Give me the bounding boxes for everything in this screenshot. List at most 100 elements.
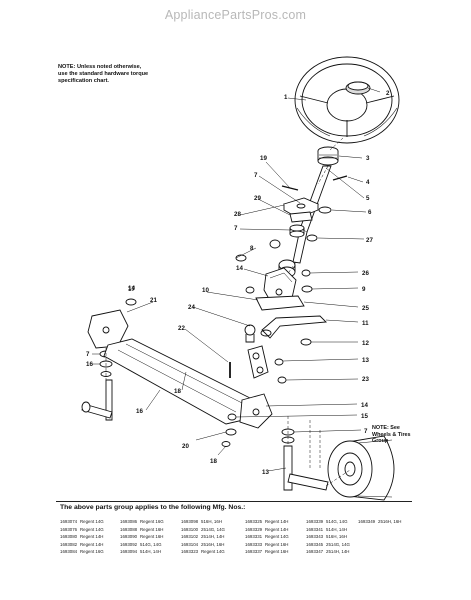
model-name: 514H, 14H	[326, 526, 347, 532]
callout-number: 18	[174, 388, 181, 395]
model-name: 2514H, 14H	[201, 534, 225, 540]
steering-arm[interactable]	[247, 345, 269, 379]
axle-bracket-right[interactable]	[239, 393, 273, 429]
mfg-number: 1693329	[245, 526, 263, 532]
torque-note-line: specification chart.	[58, 78, 109, 84]
lock-nut[interactable]	[125, 298, 137, 306]
callout-number: 14	[236, 265, 243, 272]
callout-number: 25	[362, 305, 369, 312]
lock-nut[interactable]	[274, 358, 284, 366]
callout-number: 17	[128, 286, 135, 293]
mfg-number: 1693100	[181, 526, 199, 532]
mfg-number: 1693074	[60, 519, 78, 524]
callout-number: 13	[362, 357, 369, 364]
mfg-number: 1693345	[306, 541, 324, 547]
callout-number: 19	[260, 155, 267, 162]
callout-number: 6	[368, 209, 372, 216]
wheels-tires-note-line: Wheels & Tires	[372, 431, 411, 438]
steering-wheel[interactable]	[294, 56, 400, 144]
mfg-number: 1693331	[245, 534, 263, 540]
lock-nut[interactable]	[227, 413, 237, 421]
callout-number: 28	[234, 211, 241, 218]
model-name: 514G, 14G	[140, 541, 162, 547]
callout-number: 10	[202, 287, 209, 294]
mfg-number: 1693102	[181, 534, 199, 540]
callout-number: 11	[362, 320, 369, 327]
callout-number: 16	[86, 361, 93, 368]
wheels-tires-note-line: Group	[372, 438, 389, 444]
callout-number: 14	[128, 285, 135, 292]
spindle-left[interactable]	[81, 379, 113, 421]
callout-number: 15	[361, 413, 368, 420]
callout-number: 3	[366, 155, 370, 162]
mfg-number: 1693341	[306, 526, 324, 532]
callout-number: 23	[362, 376, 369, 383]
callout-number: 18	[210, 458, 217, 465]
mfg-number: 1693080	[60, 534, 78, 540]
model-name: Regent 16H	[140, 534, 164, 540]
steering-wheel-cap[interactable]	[345, 81, 371, 95]
model-name: Regent 14G	[265, 534, 289, 540]
model-name: Regent 14G	[80, 526, 104, 532]
drag-link[interactable]	[260, 315, 328, 339]
mfg-number: 1693343	[306, 534, 324, 540]
model-name: 516H, 16H	[201, 519, 222, 524]
model-name: Regent 14H	[80, 534, 104, 540]
callout-labels: 1234561972928727814269102511142124122271…	[86, 90, 390, 476]
torque-note-line: use the standard hardware torque	[58, 71, 149, 77]
roll-pin[interactable]	[332, 175, 348, 181]
model-name: Regent 14H	[265, 519, 289, 524]
callout-number: 7	[234, 225, 238, 232]
model-name: Regent 16H	[265, 549, 289, 555]
bracket[interactable]	[289, 211, 313, 223]
mfg-number: 1693084	[60, 549, 78, 555]
bolt[interactable]	[301, 269, 311, 277]
callout-number: 7	[364, 428, 368, 435]
callout-number: 2	[386, 90, 390, 97]
mfg-number: 1693092	[120, 541, 138, 547]
callout-number: 26	[362, 270, 369, 277]
callout-number: 8	[250, 245, 254, 252]
model-name: 2514G, 14G	[326, 541, 350, 547]
model-name: Regent 14H	[265, 526, 289, 532]
callout-number: 16	[136, 408, 143, 415]
support-bracket[interactable]	[255, 295, 305, 311]
lock-nut[interactable]	[235, 254, 247, 262]
washer[interactable]	[221, 441, 231, 447]
model-name: 2516H, 16H	[201, 541, 225, 547]
model-name: Regent 16G	[80, 549, 104, 555]
steering-adapter[interactable]	[317, 146, 339, 166]
mfg-number: 1693094	[120, 549, 138, 555]
lock-nut[interactable]	[300, 338, 312, 346]
callout-number: 4	[366, 179, 370, 186]
callout-number: 7	[254, 172, 258, 179]
lock-nut[interactable]	[245, 286, 255, 294]
mfg-number: 1693086	[120, 519, 138, 524]
mfg-number: 1693339	[306, 519, 324, 524]
callout-number: 21	[150, 297, 157, 304]
model-name: 516H, 16H	[326, 534, 347, 540]
wheels-tires-note: NOTE: See Wheels & Tires Group	[372, 425, 411, 445]
model-name: Regent 16H	[265, 541, 289, 547]
callout-number: 14	[361, 402, 368, 409]
bushing[interactable]	[225, 428, 237, 436]
bushing[interactable]	[306, 234, 318, 242]
model-name: Regent 14G	[80, 519, 104, 524]
spindle-right[interactable]	[283, 445, 329, 491]
front-axle[interactable]	[103, 338, 253, 425]
callout-number: 24	[188, 304, 195, 311]
lock-nut[interactable]	[277, 376, 287, 384]
mfg-number: 1693349	[358, 519, 376, 524]
washer[interactable]	[301, 285, 313, 293]
flange-bushing[interactable]	[269, 239, 281, 249]
callout-number: 1	[284, 94, 288, 101]
wheels-tires-note-line: NOTE: See	[372, 425, 400, 431]
ball-joint[interactable]	[244, 324, 256, 343]
front-wheel[interactable]	[327, 435, 395, 501]
model-name: 514G, 14G	[326, 519, 348, 524]
bearing[interactable]	[289, 224, 305, 238]
footer-divider	[56, 501, 412, 502]
callout-number: 5	[366, 195, 370, 202]
washer[interactable]	[318, 206, 332, 214]
